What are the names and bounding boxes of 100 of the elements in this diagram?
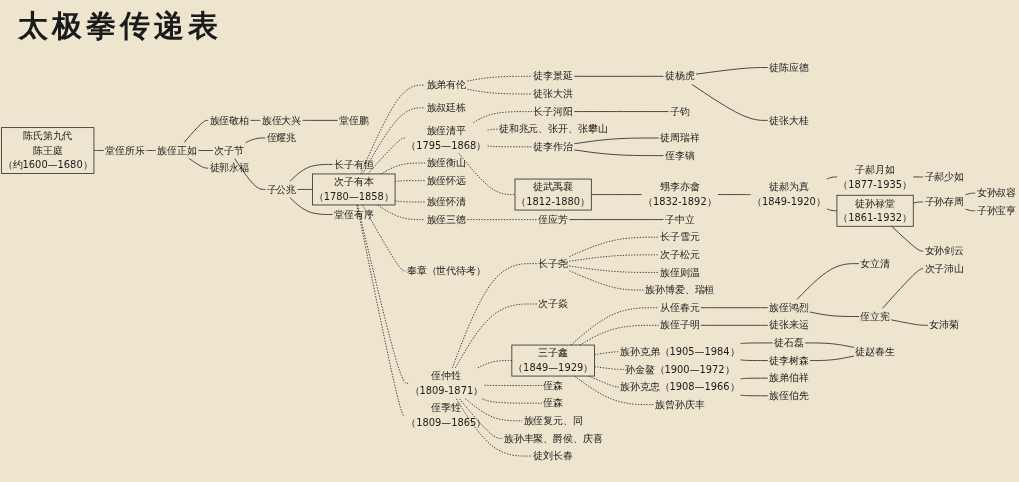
connector xyxy=(455,398,533,457)
node-text: 奉章（世代待考） xyxy=(406,265,486,277)
connector xyxy=(574,375,655,406)
connector xyxy=(362,107,426,175)
connector xyxy=(367,137,406,175)
connector xyxy=(573,76,664,77)
connector xyxy=(573,137,660,145)
connector xyxy=(826,176,838,180)
connector xyxy=(477,360,513,369)
connector xyxy=(302,120,338,121)
node-text: 甥李亦畲 （1832-1892） xyxy=(643,181,717,208)
node-box: 陈氏第九代 陈王庭 （约1600—1680） xyxy=(1,127,95,175)
connector xyxy=(568,237,660,258)
connector xyxy=(890,319,929,326)
connector xyxy=(183,120,209,144)
node-text: 族侄则温 xyxy=(660,266,700,278)
node-text: 族侄衡山 xyxy=(426,157,467,169)
connector xyxy=(568,270,645,291)
node-text: 从侄春元 xyxy=(660,301,700,314)
node-text: 徒赵春生 xyxy=(855,345,895,358)
connector xyxy=(695,67,769,75)
connector xyxy=(467,88,533,95)
connector xyxy=(484,384,543,387)
connector xyxy=(573,111,669,113)
node-text: 族侄伯先 xyxy=(769,390,809,402)
node-text: 徒李树森 xyxy=(769,354,809,367)
connector xyxy=(912,201,924,204)
node-text: 长子雪元 xyxy=(660,231,700,243)
node-text: 族侄清平 （1795—1868） xyxy=(406,124,487,151)
connector xyxy=(700,325,769,326)
connector xyxy=(360,84,426,175)
node-text: 次子松元 xyxy=(660,249,700,261)
connector xyxy=(740,342,774,345)
connector xyxy=(796,263,860,301)
connector xyxy=(454,303,538,369)
node-text: 族孙克弟（1905—1984） xyxy=(620,345,740,358)
node-text: 族孙博爱、瑞桓 xyxy=(645,284,715,296)
connector xyxy=(590,194,643,196)
node-text: 徒陈应德 xyxy=(769,61,809,73)
node-text: 徒张大桂 xyxy=(769,114,809,126)
connector xyxy=(717,194,752,196)
node-box: 次子有本 （1780—1858） xyxy=(312,173,396,206)
node-text: 子钧 xyxy=(669,105,690,118)
node-text: 族侄鸿烈 xyxy=(769,301,809,314)
connector xyxy=(356,204,406,417)
node-text: 子公兆 xyxy=(266,183,297,195)
node-text: 徒周瑞祥 xyxy=(660,132,700,144)
connector xyxy=(481,398,543,404)
node-text: 族弟有伦 xyxy=(426,79,467,91)
node-text: 子孙存周 xyxy=(924,196,965,208)
connector xyxy=(882,268,924,310)
connector xyxy=(804,342,855,349)
node-text: 侄耀兆 xyxy=(266,132,297,144)
node-text: 族侄三德 xyxy=(426,213,467,226)
node-box: 徒孙禄堂 （1861-1932） xyxy=(836,195,914,227)
node-text: 子孙宝亨 xyxy=(976,204,1017,217)
node-text: 族孙克忠（1908—1966） xyxy=(620,381,740,393)
node-text: 侄森 xyxy=(543,379,564,392)
node-text: 族侄正如 xyxy=(157,144,197,156)
node-text: 子郝少如 xyxy=(924,171,965,183)
connector xyxy=(250,120,261,121)
node-box: 三子鑫 （1849—1929） xyxy=(511,344,595,377)
node-text: 徒李景延 xyxy=(533,70,573,82)
connector xyxy=(487,145,533,148)
connector xyxy=(467,76,533,82)
connector xyxy=(965,192,976,196)
node-text: 长子尧 xyxy=(538,257,568,270)
node-text: 堂侄鹏 xyxy=(338,114,369,126)
connector xyxy=(809,355,855,362)
node-text: 子中立 xyxy=(664,213,695,226)
connector xyxy=(197,150,214,152)
node-text: 徒杨虎 xyxy=(664,70,695,82)
connector xyxy=(691,84,769,121)
connector xyxy=(594,366,625,370)
connector xyxy=(809,311,860,318)
node-text: 徒李作治 xyxy=(533,141,573,153)
connector xyxy=(394,180,426,183)
connector xyxy=(394,200,426,203)
connector xyxy=(568,219,664,221)
node-text: 女立清 xyxy=(860,257,890,270)
node-text: 族侄怀远 xyxy=(426,174,467,187)
connector xyxy=(362,204,406,272)
node-text: 徒郭永福 xyxy=(209,162,249,174)
connector xyxy=(568,265,660,274)
node-text: 侄李镐 xyxy=(664,149,695,162)
node-text: 徒张来运 xyxy=(769,319,809,331)
node-text: 族孙丰聚、爵侯、庆喜 xyxy=(503,432,603,444)
node-text: 族侄复元、同 xyxy=(523,415,583,427)
node-text: 侄仲甡 （1809-1871） xyxy=(409,370,484,397)
node-text: 孙金鳌（1900—1972） xyxy=(625,363,735,375)
connector xyxy=(289,197,334,216)
node-text: 族侄大兴 xyxy=(261,114,302,126)
node-text: 女沛菊 xyxy=(929,319,960,331)
connector xyxy=(93,150,105,152)
node-text: 族曾孙庆丰 xyxy=(655,398,705,411)
connector xyxy=(473,111,533,124)
node-text: 次子焱 xyxy=(538,298,568,310)
connector xyxy=(234,158,266,191)
node-text: 堂侄有序 xyxy=(334,208,374,220)
connector xyxy=(188,158,209,169)
